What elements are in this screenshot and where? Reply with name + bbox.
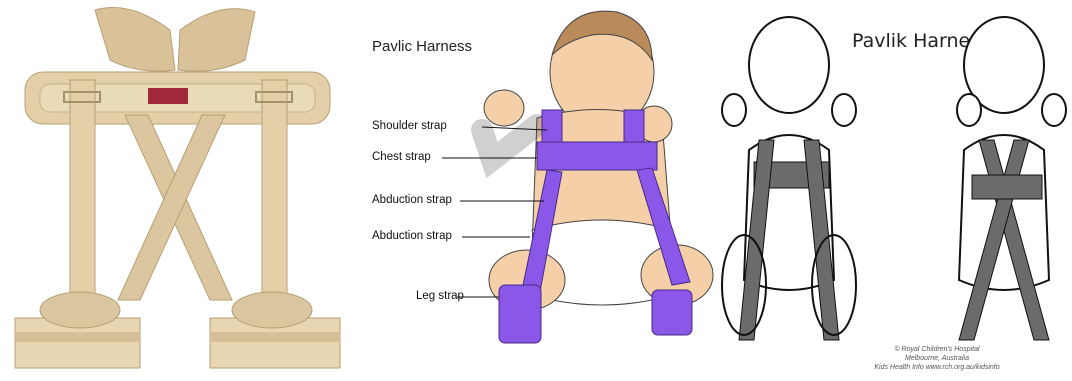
lineart-panel: Pavlik Harness © Royal Children's Hospit…	[714, 0, 1072, 381]
harness-photo-panel	[0, 0, 352, 381]
brand-logo-icon	[148, 88, 188, 104]
label-leg-strap: Leg strap	[416, 290, 464, 302]
credit-text: © Royal Children's Hospital Melbourne, A…	[862, 345, 1012, 372]
label-shoulder-strap: Shoulder strap	[372, 120, 447, 132]
label-abduction-strap-1: Abduction strap	[372, 194, 452, 206]
baby-purple-harness-illustration	[352, 0, 714, 381]
credit-line-1: © Royal Children's Hospital	[862, 345, 1012, 354]
label-abduction-strap-2: Abduction strap	[372, 230, 452, 242]
credit-line-2: Melbourne, Australia	[862, 354, 1012, 363]
credit-line-3: Kids Health Info www.rch.org.au/kidsinfo	[862, 363, 1012, 372]
beige-harness-photo	[0, 0, 352, 381]
baby-grey-harness-lineart	[714, 0, 1072, 381]
labeled-diagram-panel: Pavlic Harness Shoulder strap Chest stra…	[352, 0, 714, 381]
label-chest-strap: Chest strap	[372, 151, 431, 163]
